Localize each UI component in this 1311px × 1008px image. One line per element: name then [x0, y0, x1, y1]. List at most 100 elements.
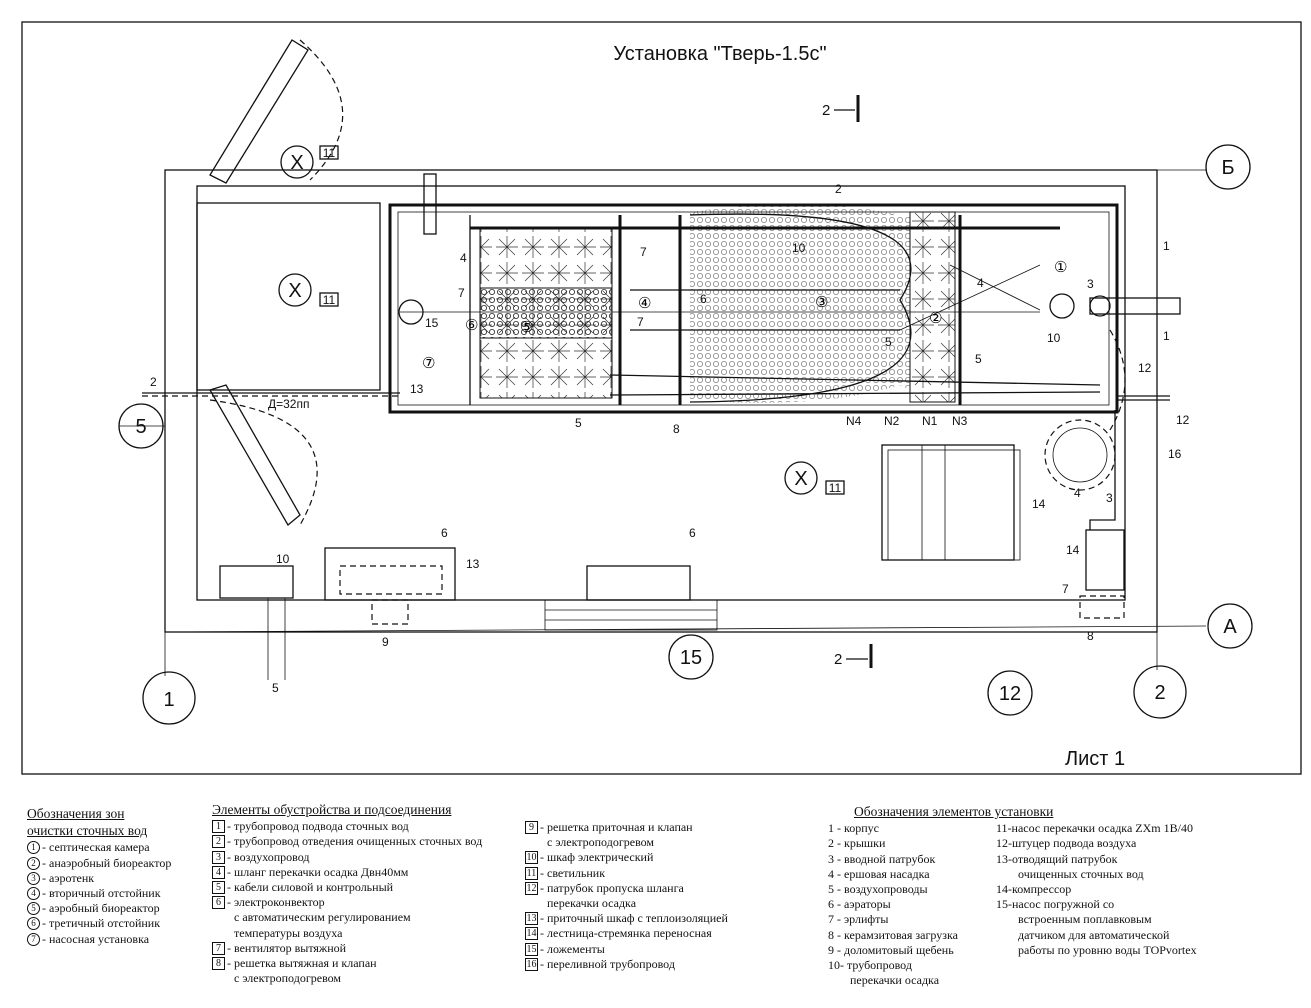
legend-item-text: - патрубок пропуска шланга — [540, 880, 684, 895]
pipe-diameter-label: Д=32пп — [268, 397, 309, 411]
svg-text:13: 13 — [466, 557, 480, 571]
svg-text:⑥: ⑥ — [465, 316, 478, 334]
svg-text:⑤: ⑤ — [520, 318, 533, 336]
callout-labels: 2 1 3 10 10 4 4 6 7 7 7 5 5 5 8 12 16 14… — [150, 182, 1190, 695]
svg-text:4: 4 — [460, 251, 467, 265]
legend-item: 2- трубопровод отведения очищенных сточн… — [212, 834, 482, 849]
zone-marks: ① ② ③ ④ ⑤ ⑥ ⑦ — [422, 258, 1067, 372]
legend-item: 8- решетка вытяжная и клапан — [212, 956, 482, 971]
legend-item-text: - третичный отстойник — [42, 916, 161, 931]
axis-markers: Б А 5 1 2 15 12 — [118, 144, 1253, 725]
svg-text:X: X — [288, 280, 301, 302]
svg-text:5: 5 — [272, 681, 279, 695]
svg-text:N3: N3 — [952, 414, 968, 428]
legend-item-text: - светильник — [540, 865, 606, 880]
legend-item: 9- решетка приточная и клапан — [525, 820, 728, 835]
tank-body — [388, 173, 1181, 414]
nozzle-labels: N4 N2 N1 N3 — [846, 414, 968, 428]
svg-text:N1: N1 — [922, 414, 938, 428]
svg-text:9: 9 — [382, 635, 389, 649]
svg-text:4: 4 — [977, 276, 984, 290]
svg-text:8: 8 — [673, 422, 680, 436]
element-number-box: 5 — [212, 881, 225, 895]
zone-number-icon: 7 — [27, 932, 40, 946]
element-number-box: 4 — [212, 865, 225, 879]
element-number-box: 7 — [212, 941, 225, 955]
svg-text:⑦: ⑦ — [422, 354, 435, 372]
legend-item: 13-отводящий патрубок — [996, 851, 1118, 866]
legend-item: 1 - корпус — [828, 821, 879, 836]
section-marks: 2 2 — [822, 95, 873, 668]
element-number-box: 8 — [212, 957, 225, 971]
svg-text:8: 8 — [1087, 629, 1094, 643]
svg-text:③: ③ — [815, 293, 828, 311]
element-number-box: 1 — [212, 820, 225, 834]
legend-item: 4- вторичный отстойник — [27, 886, 171, 901]
legend-item-text: - решетка вытяжная и клапан — [227, 956, 377, 971]
legend-item-text: - решетка приточная и клапан — [540, 820, 693, 834]
element-number-box: 12 — [525, 881, 538, 895]
element-number-box: 13 — [525, 912, 538, 926]
legend-item: 11-насос перекачки осадка ZXm 1В/40 — [996, 821, 1193, 836]
legend-item-text: - кабели силовой и контрольный — [227, 880, 394, 895]
svg-text:②: ② — [929, 309, 942, 327]
svg-text:14: 14 — [1032, 497, 1046, 511]
legend-item-text: - септическая камера — [42, 840, 150, 855]
compressor — [881, 444, 1015, 561]
svg-text:5: 5 — [885, 335, 892, 349]
legend-item-continuation: с электроподогревом — [547, 835, 655, 850]
sheet-number: Лист 1 — [1065, 748, 1125, 770]
legend-item: 4 - ершовая насадка — [828, 866, 930, 881]
legend-item: встроенным поплавковым — [1018, 912, 1152, 927]
legend-item: 15- ложементы — [525, 942, 728, 957]
zone-number-icon: 3 — [27, 871, 40, 885]
legend-item: 12-штуцер подвода воздуха — [996, 836, 1137, 851]
svg-text:5: 5 — [135, 416, 146, 438]
legend-item-text: - трубопровод подвода сточных вод — [227, 819, 409, 834]
legend-item: 3 - вводной патрубок — [828, 851, 936, 866]
svg-text:X: X — [794, 468, 807, 490]
sheet-frame — [21, 21, 1302, 775]
svg-text:10: 10 — [276, 552, 290, 566]
legend-item: 5- кабели силовой и контрольный — [212, 880, 482, 895]
legend-item: 12- патрубок пропуска шланга — [525, 881, 728, 896]
room-walls — [164, 169, 1158, 633]
legend-elements: Обозначения элементов установки 1 - корп… — [828, 804, 1197, 988]
legend-item-text: - шланг перекачки осадка Двн40мм — [227, 864, 409, 879]
legend-item: очищенных сточных вод — [1018, 866, 1144, 881]
legend-item: 10 - шкаф электрический — [525, 850, 728, 865]
legend-item: 7 - эрлифты — [828, 912, 889, 927]
legend-item-text: - насосная установка — [42, 931, 150, 946]
drawing-title: Установка "Тверь-1.5с" — [613, 43, 826, 65]
legend-item: 2 - крышки — [828, 836, 886, 851]
zone-number-icon: 2 — [27, 856, 40, 870]
legend-heading: Обозначения элементов установки — [854, 804, 1054, 819]
legend-item-text: - шкаф электрический — [540, 850, 654, 865]
svg-text:7: 7 — [1062, 582, 1069, 596]
legend-item: 10- трубопровод — [828, 958, 912, 973]
svg-text:15: 15 — [680, 647, 702, 669]
element-number-box: 3 — [212, 850, 225, 864]
svg-text:5: 5 — [575, 416, 582, 430]
legend-item-text: - лестница-стремянка переносная — [540, 926, 712, 941]
legend-item: 6 - аэраторы — [828, 897, 891, 912]
legend-item: 5- аэробный биореактор — [27, 901, 171, 916]
svg-text:④: ④ — [638, 294, 651, 312]
element-number-box: 11 — [525, 866, 538, 880]
zone-number-icon: 6 — [27, 917, 40, 931]
legend-item: 3- воздухопровод — [212, 850, 482, 865]
svg-text:12: 12 — [1176, 413, 1190, 427]
legend-item: 1- септическая камера — [27, 840, 171, 855]
svg-text:13: 13 — [410, 382, 424, 396]
zone-number-icon: 1 — [27, 841, 40, 855]
svg-text:16: 16 — [1168, 447, 1182, 461]
legend-item: 6- третичный отстойник — [27, 916, 171, 931]
legend-item: 3- аэротенк — [27, 871, 171, 886]
svg-text:7: 7 — [637, 315, 644, 329]
svg-text:12: 12 — [999, 683, 1021, 705]
pump-chamber — [142, 39, 1170, 530]
legend-item-text: - воздухопровод — [227, 849, 310, 864]
svg-text:11: 11 — [829, 481, 842, 495]
lamp-symbols: X 11 X 11 X 11 — [278, 145, 845, 495]
